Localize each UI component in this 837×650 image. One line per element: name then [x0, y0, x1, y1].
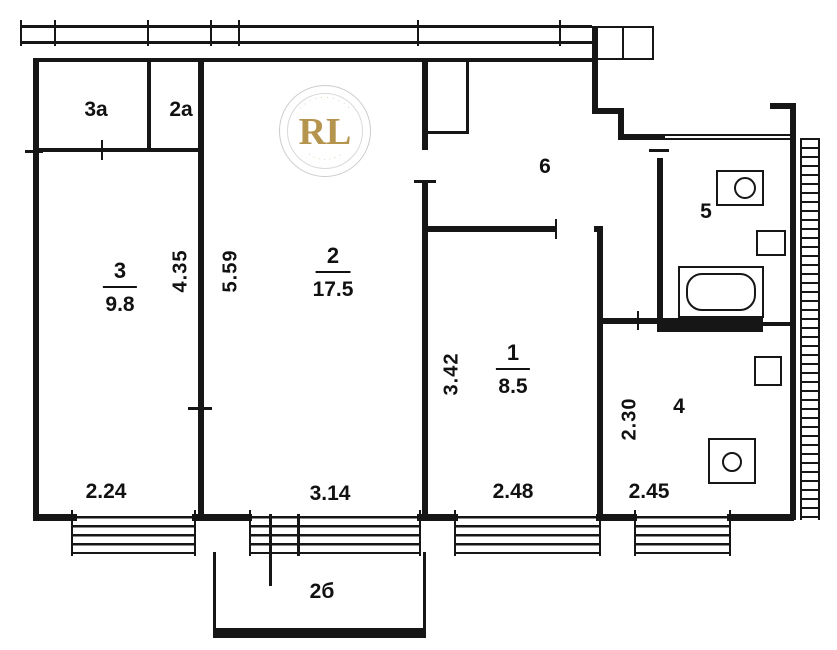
wall — [657, 158, 663, 324]
window-tick — [249, 510, 251, 556]
window-tick — [634, 510, 636, 556]
window-tick — [147, 20, 149, 46]
dimension-tick — [649, 149, 669, 152]
wall — [618, 134, 665, 140]
shaft-wall — [466, 62, 469, 134]
room-area: 17.5 — [312, 278, 354, 301]
dim-room3-width: 2.24 — [85, 480, 127, 503]
washbasin-icon — [756, 230, 786, 256]
window-tick — [210, 20, 212, 46]
outer-wall-left — [33, 58, 39, 520]
window-tick — [729, 510, 731, 556]
outer-wall-bottom — [33, 514, 77, 521]
window — [665, 138, 790, 140]
wall — [618, 108, 624, 140]
room-label-2a: 2а — [169, 98, 193, 121]
outer-wall-bottom — [192, 514, 252, 521]
dim-room3-height: 4.35 — [169, 249, 192, 293]
wall — [770, 103, 796, 109]
window — [72, 516, 195, 554]
outer-wall-top — [20, 41, 592, 44]
wall — [597, 226, 603, 520]
dim-room4-width: 2.45 — [628, 480, 670, 503]
logo-initials: RL — [299, 111, 352, 153]
dimension-tick — [188, 407, 212, 410]
dimension-tick — [637, 311, 639, 330]
balcony-wall — [423, 552, 426, 636]
room-number: 3 — [102, 258, 138, 288]
window — [635, 516, 730, 554]
dimension-tick — [25, 150, 43, 153]
wall — [790, 103, 796, 153]
room-label-3a: 3а — [84, 98, 108, 121]
kitchen-sink-bowl-icon — [722, 452, 742, 472]
room-number: 2 — [315, 243, 351, 273]
window-tick — [238, 20, 240, 46]
room-number: 1 — [495, 340, 531, 370]
room-label-6: 6 — [539, 155, 551, 178]
wall — [147, 58, 151, 152]
outer-wall-right — [790, 150, 796, 520]
dim-room2-width: 3.14 — [309, 482, 351, 505]
room-area: 9.8 — [105, 293, 135, 316]
dimension-tick — [555, 219, 557, 239]
adjacent-section-hatch — [800, 138, 820, 520]
bathtub-inner-icon — [686, 273, 756, 311]
dim-room2-height: 5.59 — [219, 249, 242, 293]
window — [455, 516, 600, 554]
window-tick — [20, 20, 22, 46]
logo-outer-ring — [279, 85, 371, 177]
wall — [763, 322, 790, 326]
wall — [422, 58, 428, 150]
wall — [33, 148, 204, 152]
outer-wall-bottom — [417, 514, 458, 521]
balcony-wall — [213, 628, 426, 638]
window-tick — [417, 20, 419, 46]
outer-wall-bottom — [596, 514, 637, 521]
wall — [592, 108, 624, 114]
dimension-tick — [414, 180, 436, 183]
dimension-tick — [101, 140, 103, 160]
balcony-door-line — [297, 514, 300, 556]
shaft-wall — [425, 131, 469, 134]
window-tick — [599, 510, 601, 556]
room-label-3: 3 9.8 — [102, 258, 138, 317]
window-tick — [454, 510, 456, 556]
outer-wall-top — [20, 25, 592, 28]
window-tick — [194, 510, 196, 556]
wall — [422, 183, 428, 520]
dim-room1-height: 3.42 — [440, 352, 463, 396]
agency-logo-svg: · · · · · · · · · · · · · · · · · RL — [279, 85, 371, 177]
wall — [657, 318, 763, 332]
window-tick — [559, 20, 561, 46]
room-label-1: 1 8.5 — [495, 340, 531, 399]
toilet-bowl-icon — [734, 177, 756, 199]
room-label-5: 5 — [700, 200, 712, 223]
window-tick — [419, 510, 421, 556]
logo-arc-bottom-text: · · · · · · · — [307, 152, 344, 163]
room-label-2b: 2б — [309, 580, 335, 603]
room-label-2: 2 17.5 — [313, 243, 354, 302]
wall — [425, 226, 555, 232]
window — [665, 134, 790, 136]
logo-inner-ring — [287, 93, 363, 169]
stairwell-divider — [622, 26, 624, 60]
window-tick — [71, 510, 73, 556]
room-label-4: 4 — [673, 395, 685, 418]
balcony-door-line — [269, 514, 272, 586]
window — [250, 516, 420, 554]
wall — [198, 58, 204, 520]
balcony-wall — [213, 552, 216, 636]
stairwell-outline — [594, 26, 654, 60]
dim-room4-height: 2.30 — [618, 397, 641, 441]
wall — [592, 26, 598, 114]
stove-icon — [754, 356, 782, 386]
wall — [597, 318, 660, 324]
wall — [33, 58, 592, 62]
room-area: 8.5 — [498, 375, 528, 398]
outer-wall-bottom — [727, 514, 794, 521]
window-tick — [54, 20, 56, 46]
dim-room1-width: 2.48 — [492, 480, 534, 503]
agency-logo: · · · · · · · · · · · · · · · · · RL — [278, 84, 372, 183]
